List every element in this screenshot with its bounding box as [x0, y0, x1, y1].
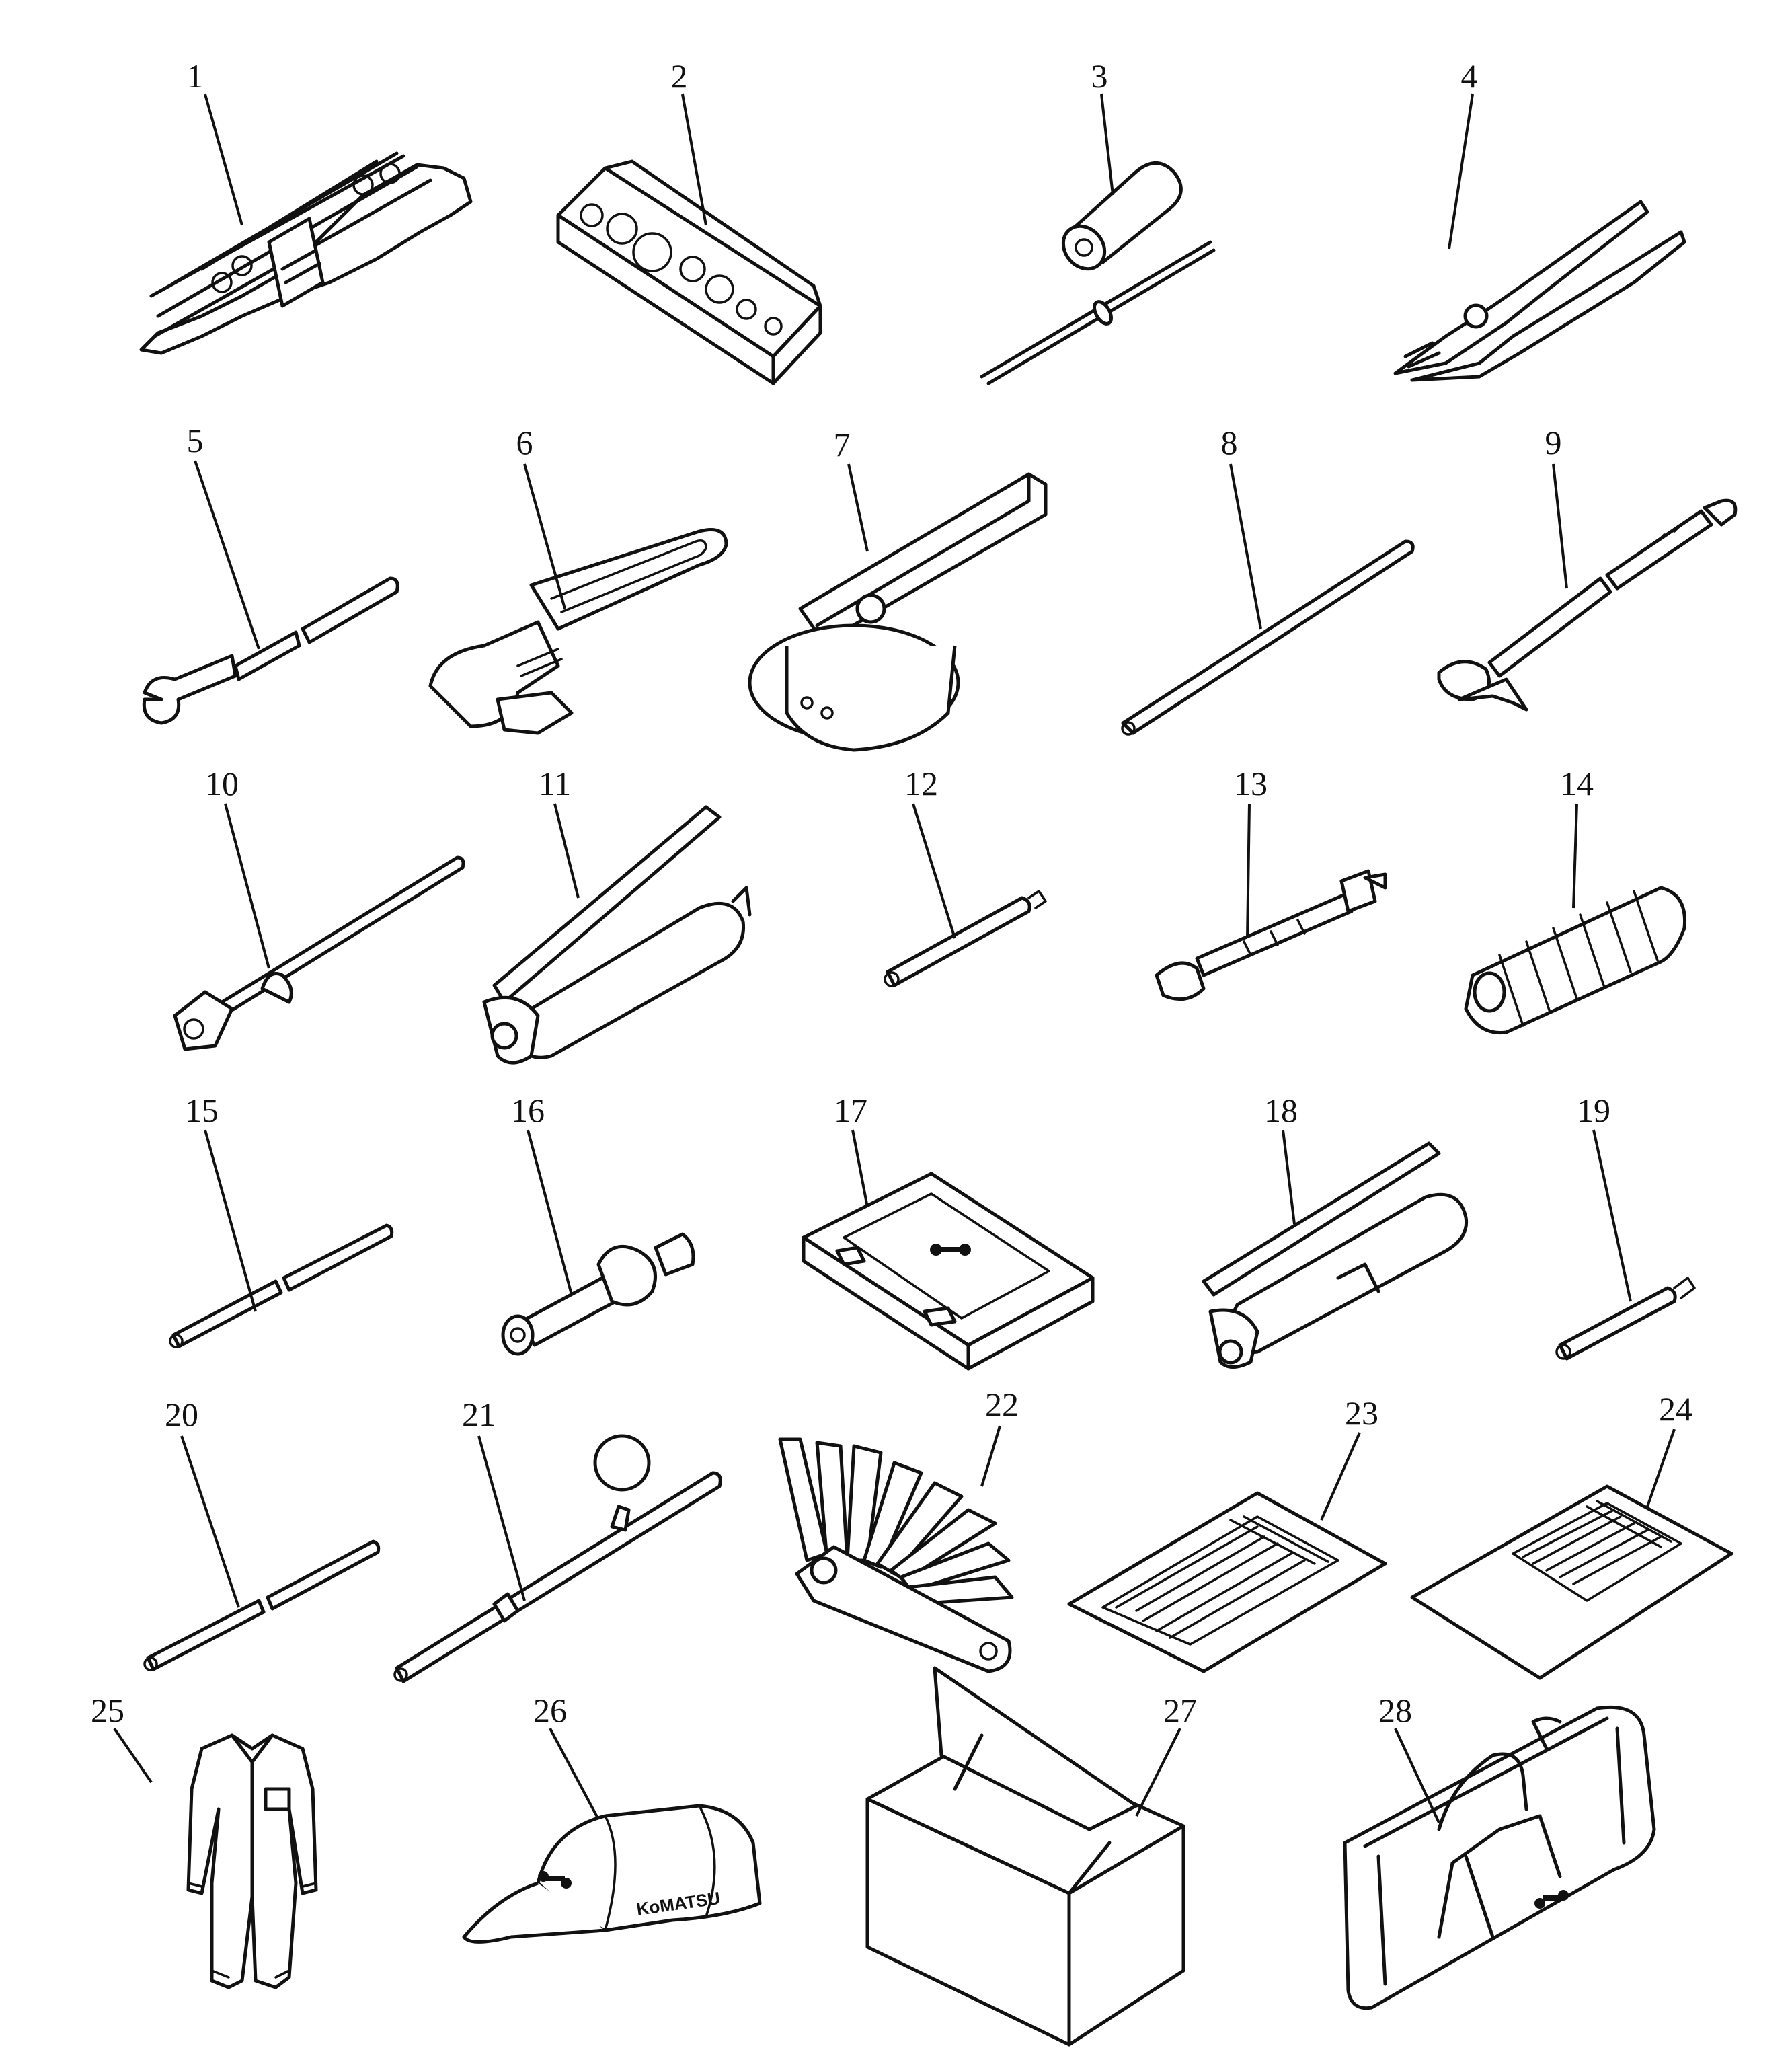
item-27-cardboard-box-icon	[865, 1666, 1185, 2047]
item-22-feeler-gauge-icon	[778, 1437, 1014, 1673]
item-number-4: 4	[1461, 57, 1478, 95]
item-21-bulb-pump-icon	[393, 1434, 722, 1683]
item-18-grease-pump-icon	[1202, 1141, 1469, 1369]
item-5-spanner-icon	[142, 576, 399, 725]
item-1-wrench-set-icon	[139, 151, 473, 355]
item-number-21: 21	[462, 1396, 496, 1433]
item-number-27: 27	[1163, 1691, 1197, 1729]
item-number-11: 11	[539, 765, 571, 802]
item-number-25: 25	[91, 1691, 124, 1729]
brand-logo-icon	[930, 1244, 971, 1256]
item-4-pliers-icon	[1393, 200, 1686, 382]
item-number-14: 14	[1560, 765, 1594, 802]
item-13-extension-bar-icon	[1155, 869, 1387, 1001]
item-number-13: 13	[1234, 765, 1268, 802]
item-2-socket-case-icon	[556, 159, 822, 385]
item-number-8: 8	[1221, 424, 1238, 461]
item-number-26: 26	[533, 1691, 567, 1729]
item-number-16: 16	[511, 1092, 545, 1129]
item-number-28: 28	[1378, 1691, 1412, 1729]
item-3-screwdriver-icon	[980, 161, 1216, 385]
item-number-17: 17	[834, 1092, 867, 1129]
item-number-3: 3	[1091, 57, 1108, 95]
item-7-filter-wrench-icon	[748, 472, 1048, 752]
item-24-manual-sheet-icon	[1410, 1484, 1733, 1680]
item-number-7: 7	[834, 426, 851, 463]
item-12-grease-nozzle-icon	[884, 890, 1047, 987]
item-number-9: 9	[1545, 424, 1562, 461]
item-15-rod-icon	[169, 1223, 394, 1348]
item-6-adjustable-wrench-icon	[428, 528, 728, 735]
item-19-nozzle-icon	[1555, 1277, 1696, 1361]
item-25-coverall-icon	[186, 1733, 318, 1989]
item-10-socket-handle-icon	[173, 855, 465, 1051]
item-14-hose-icon	[1464, 886, 1687, 1035]
item-number-1: 1	[187, 57, 204, 95]
item-17-tool-case-icon	[802, 1172, 1095, 1371]
item-20-rod-icon	[143, 1539, 381, 1671]
item-number-12: 12	[904, 765, 938, 802]
item-28-tool-bag-icon	[1343, 1705, 1656, 2010]
item-number-15: 15	[185, 1092, 219, 1129]
item-number-23: 23	[1345, 1394, 1378, 1432]
item-number-5: 5	[187, 422, 204, 459]
item-number-10: 10	[205, 765, 239, 802]
item-11-grease-gun-icon	[482, 805, 752, 1065]
item-number-6: 6	[516, 424, 533, 461]
item-26-cap-icon: KoMATSU	[462, 1804, 762, 1944]
item-number-19: 19	[1577, 1092, 1610, 1129]
item-number-20: 20	[165, 1396, 198, 1433]
item-number-22: 22	[985, 1385, 1019, 1423]
item-16-adapter-icon	[501, 1232, 695, 1356]
item-8-bar-icon	[1121, 539, 1415, 736]
item-number-2: 2	[671, 57, 688, 95]
item-23-manual-sheet-icon	[1067, 1491, 1387, 1673]
item-9-hammer-tool-icon	[1437, 498, 1738, 712]
brand-logo-icon	[538, 1871, 572, 1889]
item-number-24: 24	[1659, 1390, 1692, 1428]
brand-logo-icon	[1534, 1890, 1569, 1909]
item-number-18: 18	[1264, 1092, 1298, 1129]
